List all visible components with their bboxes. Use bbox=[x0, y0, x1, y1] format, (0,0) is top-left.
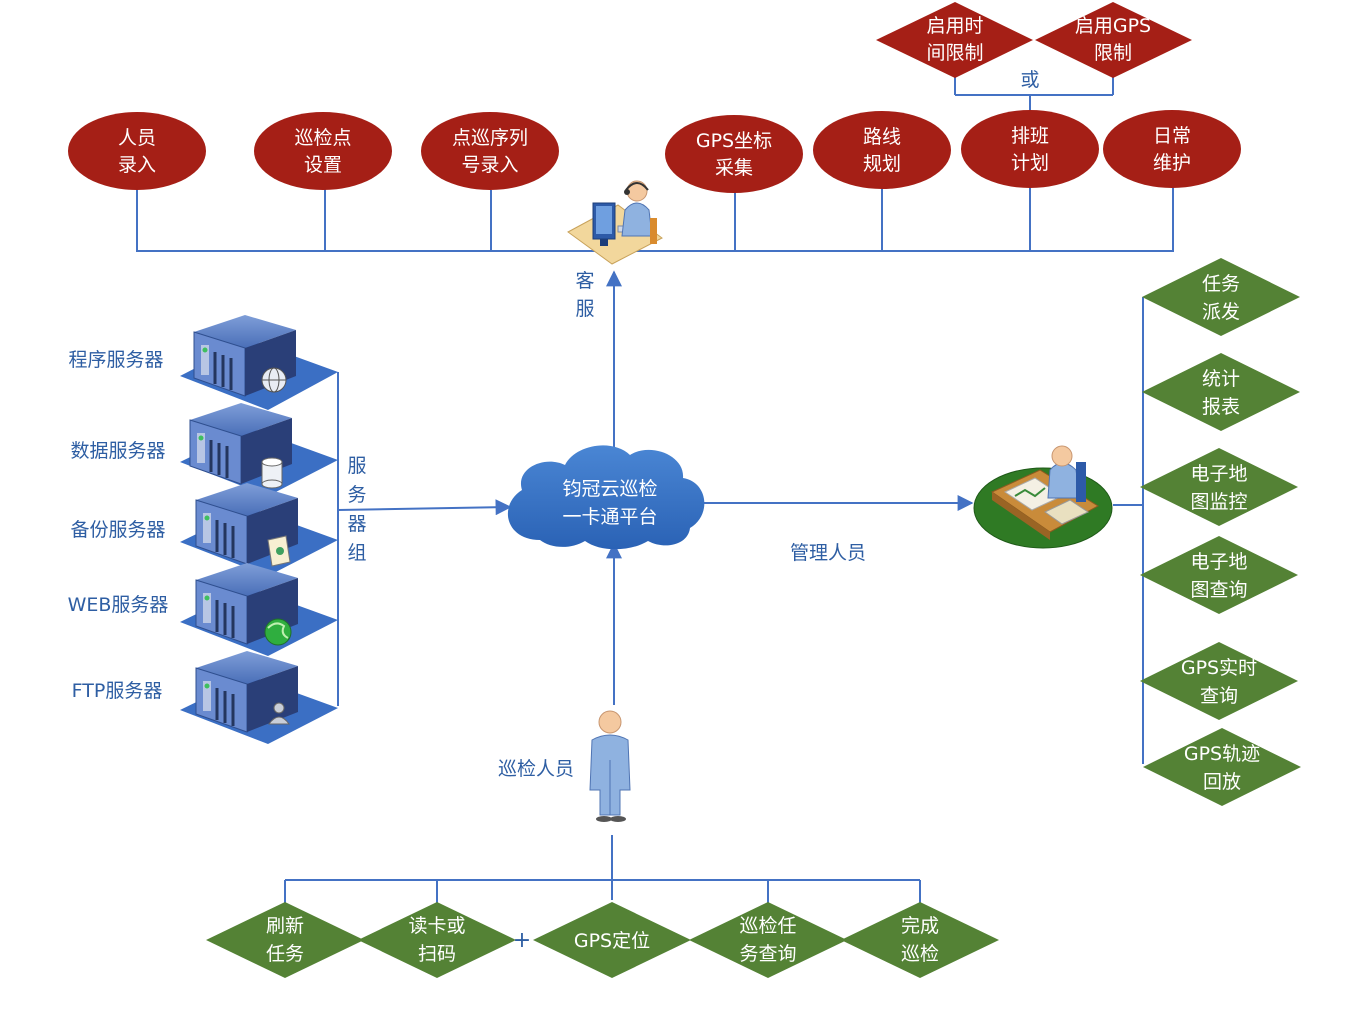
oval-personnel-entry[interactable]: 人员 录入 bbox=[68, 112, 206, 190]
oval-gps-collection[interactable]: GPS坐标 采集 bbox=[665, 115, 803, 193]
diamond-label: 电子地 bbox=[1190, 463, 1247, 485]
globe-icon bbox=[261, 367, 287, 393]
server-data[interactable] bbox=[180, 403, 338, 496]
oval-label: GPS坐标 bbox=[696, 130, 772, 152]
oval-label: 计划 bbox=[1011, 152, 1049, 174]
oval-sequence-entry[interactable]: 点巡序列 号录入 bbox=[421, 112, 559, 190]
diamond-label: 刷新 bbox=[266, 915, 304, 937]
oval-label: 人员 bbox=[118, 127, 156, 149]
oval-label: 排班 bbox=[1011, 125, 1049, 147]
server-label: FTP服务器 bbox=[72, 680, 163, 702]
diamond-label: 任务 bbox=[1202, 273, 1240, 295]
oval-label: 维护 bbox=[1153, 152, 1191, 174]
diamond-label: 扫码 bbox=[418, 943, 456, 965]
cloud-label: 钧冠云巡检 bbox=[562, 478, 657, 500]
top-connectors bbox=[136, 74, 1174, 252]
diamond-gps-limit[interactable]: 启用GPS 限制 bbox=[1035, 2, 1192, 78]
server-label: 备份服务器 bbox=[70, 519, 165, 541]
diamond-label: 巡检 bbox=[901, 943, 939, 965]
plus-label: + bbox=[513, 928, 531, 953]
diamond-label: GPS定位 bbox=[574, 930, 650, 952]
server-label: 数据服务器 bbox=[70, 440, 165, 462]
diamond-label: 派发 bbox=[1202, 301, 1240, 323]
database-icon bbox=[261, 457, 283, 489]
server-web[interactable] bbox=[180, 563, 338, 656]
diamond-gps-realtime[interactable]: GPS实时 查询 bbox=[1140, 642, 1298, 720]
diamond-label: GPS轨迹 bbox=[1184, 743, 1260, 765]
customer-service-label: 服 bbox=[575, 298, 594, 320]
diamond-label: 读卡或 bbox=[408, 915, 465, 937]
server-group-char: 组 bbox=[347, 542, 366, 564]
server-group-char: 务 bbox=[347, 484, 366, 506]
diamond-label: 图查询 bbox=[1190, 579, 1247, 601]
diamond-label: 完成 bbox=[901, 915, 939, 937]
diamond-label: 务查询 bbox=[739, 943, 796, 965]
server-label: 程序服务器 bbox=[68, 349, 163, 371]
oval-daily-maintenance[interactable]: 日常 维护 bbox=[1103, 110, 1241, 188]
diamond-time-limit[interactable]: 启用时 间限制 bbox=[876, 2, 1033, 78]
oval-label: 设置 bbox=[304, 154, 342, 176]
diamond-label: 回放 bbox=[1203, 771, 1241, 793]
oval-label: 采集 bbox=[715, 157, 753, 179]
diamond-map-monitor[interactable]: 电子地 图监控 bbox=[1140, 448, 1298, 526]
oval-label: 点巡序列 bbox=[452, 127, 528, 149]
oval-label: 巡检点 bbox=[294, 127, 351, 149]
manager-desk-icon bbox=[973, 445, 1113, 549]
diamond-label: 图监控 bbox=[1190, 491, 1247, 513]
customer-service-label: 客 bbox=[575, 270, 594, 292]
flow-arrows bbox=[337, 270, 974, 705]
diamond-complete-inspection[interactable]: 完成 巡检 bbox=[841, 902, 999, 978]
diamond-label: 报表 bbox=[1202, 396, 1240, 418]
user-icon bbox=[268, 702, 290, 725]
diamond-label: 统计 bbox=[1202, 368, 1240, 390]
diamond-label: 电子地 bbox=[1190, 551, 1247, 573]
diamond-label: 启用GPS bbox=[1075, 15, 1151, 37]
diamond-gps-playback[interactable]: GPS轨迹 回放 bbox=[1143, 728, 1301, 806]
server-group-char: 服 bbox=[347, 455, 366, 477]
oval-label: 规划 bbox=[863, 153, 901, 175]
inspector-label: 巡检人员 bbox=[498, 758, 574, 780]
server-ftp[interactable] bbox=[180, 651, 338, 744]
bottom-connectors bbox=[284, 835, 921, 905]
oval-label: 录入 bbox=[118, 154, 156, 176]
server-label: WEB服务器 bbox=[68, 594, 169, 616]
server-program[interactable] bbox=[180, 315, 338, 410]
server-backup[interactable] bbox=[180, 483, 338, 576]
cloud-platform[interactable]: 钧冠云巡检 一卡通平台 bbox=[507, 445, 705, 550]
manager-label: 管理人员 bbox=[790, 542, 866, 564]
oval-shift-plan[interactable]: 排班 计划 bbox=[961, 110, 1099, 188]
oval-checkpoint-setup[interactable]: 巡检点 设置 bbox=[254, 112, 392, 190]
diamond-label: GPS实时 bbox=[1181, 657, 1257, 679]
diamond-label: 查询 bbox=[1200, 685, 1238, 707]
diamond-task-dispatch[interactable]: 任务 派发 bbox=[1142, 258, 1300, 336]
call-center-agent-icon bbox=[567, 180, 663, 265]
diamond-label: 任务 bbox=[266, 943, 304, 965]
diamond-label: 启用时 bbox=[926, 15, 983, 37]
web-globe-icon bbox=[264, 618, 292, 646]
server-group-label: 服 务 器 组 bbox=[347, 455, 366, 564]
diamond-statistics-report[interactable]: 统计 报表 bbox=[1142, 353, 1300, 431]
diamond-read-card[interactable]: 读卡或 扫码 bbox=[358, 902, 516, 978]
document-icon bbox=[267, 535, 291, 567]
diamond-label: 间限制 bbox=[926, 42, 983, 64]
server-group-char: 器 bbox=[347, 513, 366, 535]
oval-label: 日常 bbox=[1153, 125, 1191, 147]
cloud-label: 一卡通平台 bbox=[562, 506, 657, 528]
or-label: 或 bbox=[1020, 69, 1039, 91]
person-icon bbox=[589, 710, 631, 822]
diamond-refresh-task[interactable]: 刷新 任务 bbox=[206, 902, 364, 978]
diamond-map-query[interactable]: 电子地 图查询 bbox=[1140, 536, 1298, 614]
right-connectors bbox=[1113, 297, 1144, 764]
oval-route-planning[interactable]: 路线 规划 bbox=[813, 111, 951, 189]
diamond-label: 限制 bbox=[1094, 42, 1132, 64]
diamond-gps-positioning[interactable]: GPS定位 bbox=[533, 902, 691, 978]
diamond-task-query[interactable]: 巡检任 务查询 bbox=[689, 902, 847, 978]
oval-label: 号录入 bbox=[461, 154, 518, 176]
diamond-label: 巡检任 bbox=[739, 915, 796, 937]
oval-label: 路线 bbox=[863, 126, 901, 148]
